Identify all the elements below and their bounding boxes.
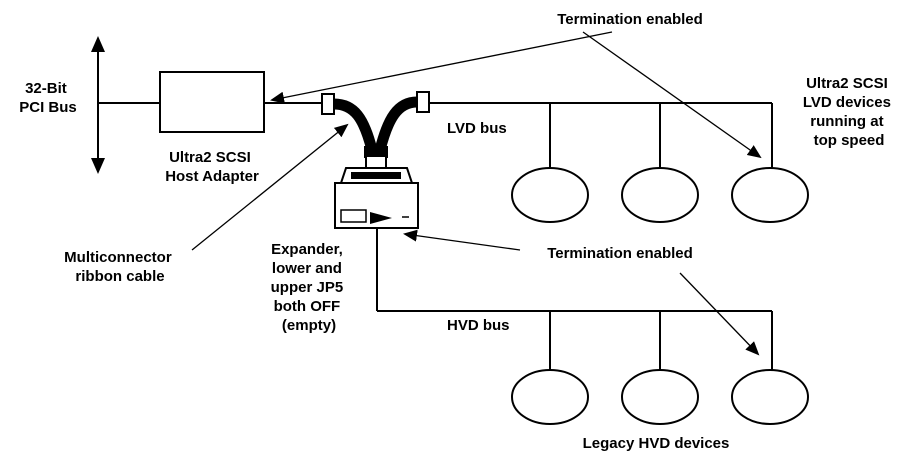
termination-bottom-label: Termination enabled [547, 245, 693, 262]
hvd-device-2 [621, 369, 699, 425]
host-adapter-label: Ultra2 SCSI Host Adapter [165, 149, 259, 185]
cable-connector-left [321, 93, 335, 115]
termination-bottom-arrow-hvd [679, 272, 760, 356]
multiconnector-arrow [191, 123, 349, 251]
expander-unit [334, 155, 419, 229]
termination-top-arrow-adapter [270, 31, 613, 104]
expander-label: Expander, lower and upper JP5 both OFF (… [271, 241, 348, 334]
termination-top-arrow-lvd [582, 31, 762, 159]
termination-bottom-arrow-expander [403, 229, 521, 251]
termination-top-label: Termination enabled [557, 11, 703, 28]
host-adapter-box [159, 71, 265, 133]
hvd-device-3 [731, 369, 809, 425]
multiconnector-label: Multiconnector ribbon cable [64, 249, 176, 285]
hvd-bus-label: HVD bus [447, 317, 510, 334]
lvd-device-3 [731, 167, 809, 223]
lvd-devices-label: Ultra2 SCSI LVD devices running at top s… [803, 75, 895, 149]
ribbon-cable [333, 96, 418, 158]
lvd-device-2 [621, 167, 699, 223]
pci-bus-label: 32-Bit PCI Bus [19, 80, 77, 116]
pci-bus-arrow [91, 36, 105, 174]
cable-connector-right [416, 91, 430, 113]
lvd-device-1 [511, 167, 589, 223]
hvd-devices-label: Legacy HVD devices [583, 435, 730, 452]
hvd-device-1 [511, 369, 589, 425]
lvd-bus-label: LVD bus [447, 120, 507, 137]
